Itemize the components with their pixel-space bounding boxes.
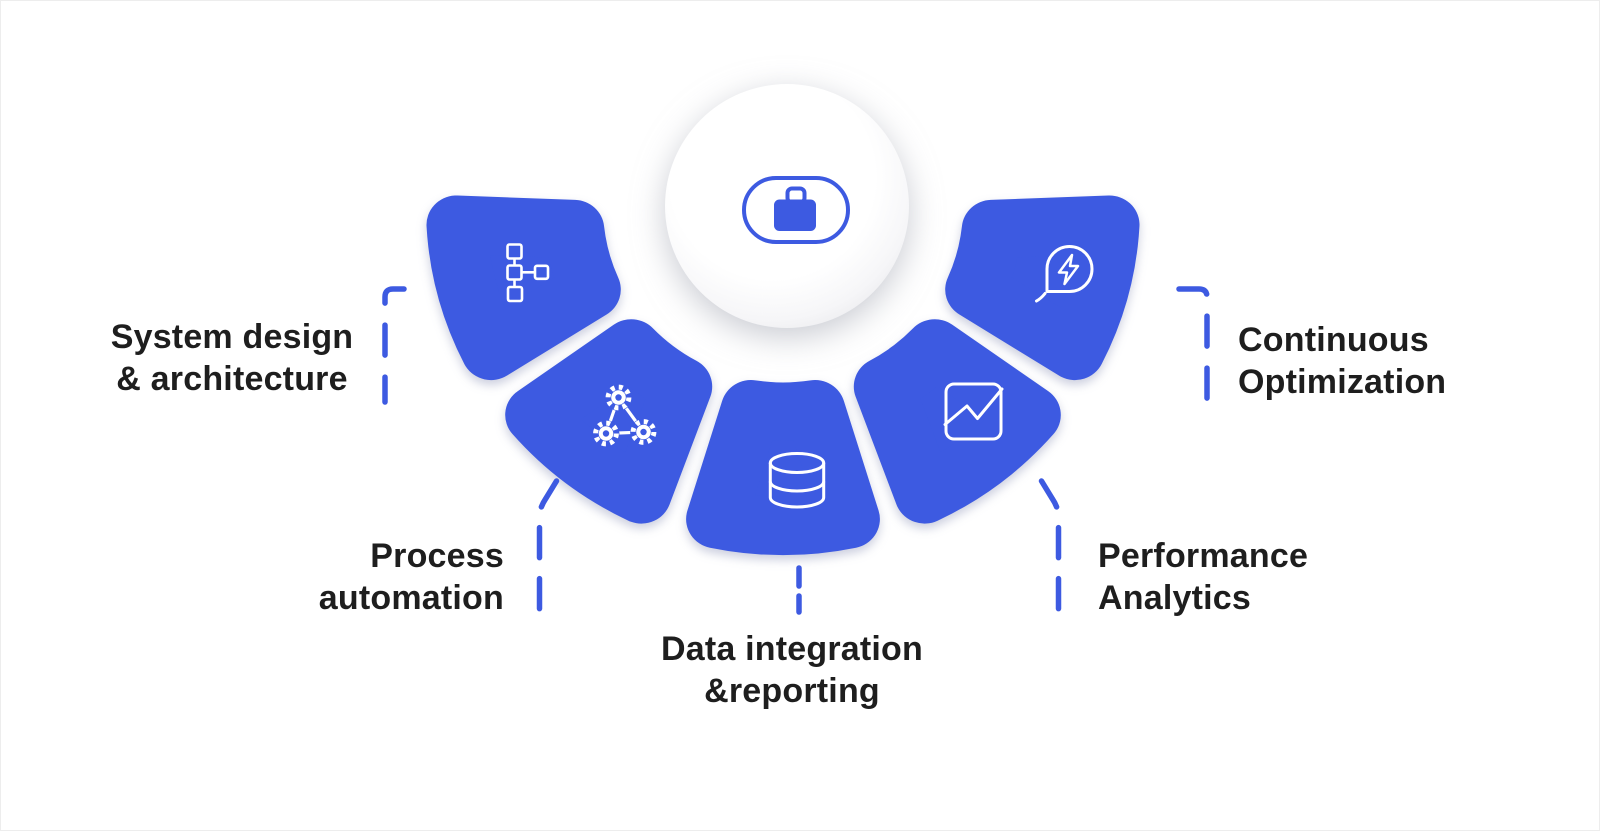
briefcase-body (774, 199, 816, 231)
gear-links (603, 394, 647, 436)
label-performance-analytics: Performance Analytics (1098, 537, 1309, 617)
label-data-integration-reporting: Data integration &reporting (660, 630, 923, 710)
connector-process-automation (536, 478, 560, 617)
leaf-bolt-icon (1035, 245, 1094, 303)
gear-right (630, 418, 657, 446)
segment-performance-analytics (853, 319, 1061, 524)
gear-left (592, 420, 620, 447)
lightning-bolt (1057, 253, 1080, 286)
database-icon (768, 452, 826, 509)
gears-icon (592, 384, 657, 447)
gear-top (605, 384, 632, 411)
line-chart-icon (943, 382, 1004, 441)
flowchart-icon (506, 243, 550, 303)
leaf-outline (1045, 245, 1094, 293)
connector-continuous-optimization (1176, 286, 1210, 405)
briefcase-icon (742, 176, 850, 244)
label-system-design-architecture: System design & architecture (110, 318, 354, 398)
segment-system-design-architecture (426, 195, 621, 381)
label-continuous-optimization: Continuous Optimization (1238, 321, 1447, 401)
segment-data-integration-reporting (686, 380, 880, 556)
leaf-stem (1035, 292, 1047, 303)
segment-continuous-optimization (945, 195, 1140, 381)
label-process-automation: Process automation (318, 537, 504, 617)
connector-performance-analytics (1038, 478, 1062, 621)
connector-system-design (382, 286, 407, 405)
segment-fan (426, 195, 1140, 556)
